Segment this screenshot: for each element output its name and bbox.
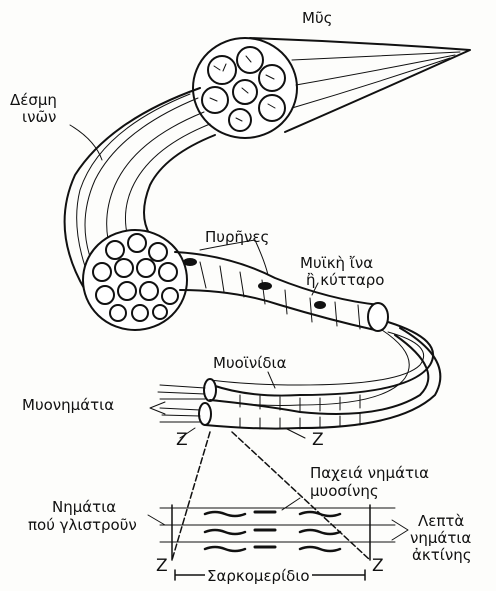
label-bundle-line2: ινῶν bbox=[22, 110, 56, 125]
label-fiber-line2: ἢ κύτταρο bbox=[306, 273, 384, 288]
fascicle-bundle-drawing bbox=[65, 88, 215, 330]
leader-myofibrils bbox=[268, 372, 275, 388]
label-thin-line1: Λεπτὰ bbox=[418, 514, 464, 529]
sarcomere-drawing bbox=[160, 432, 395, 580]
myofibrils-drawing bbox=[158, 322, 440, 429]
label-thin-line2: νημάτια bbox=[410, 531, 471, 546]
label-thick-line2: μυοσίνης bbox=[310, 484, 379, 499]
label-z-right: Z bbox=[312, 432, 324, 449]
label-muscle: Μῦς bbox=[302, 11, 332, 26]
leader-bundle bbox=[70, 125, 102, 160]
label-fiber-line1: Μυϊκὴ ἴνα bbox=[300, 256, 373, 271]
muscle-drawing bbox=[193, 38, 470, 138]
leader-sliding bbox=[148, 515, 165, 525]
label-myofibrils: Μυοϊνίδια bbox=[213, 356, 286, 371]
label-sliding-line2: πού γλιστροῦν bbox=[28, 518, 137, 533]
label-z-bottom-left: Z bbox=[156, 558, 168, 575]
label-z-left: Z bbox=[176, 432, 188, 449]
label-thin-line3: ἀκτίνης bbox=[412, 548, 472, 563]
label-bundle-line1: Δέσμη bbox=[10, 93, 57, 108]
label-sarcomere: Σαρκομερίδιο bbox=[205, 569, 312, 584]
label-thick-line1: Παχειά νημάτια bbox=[310, 466, 429, 481]
label-myofilaments: Μυονημάτια bbox=[22, 398, 114, 413]
leader-z bbox=[180, 428, 305, 438]
leader-thin bbox=[392, 520, 408, 540]
label-nuclei: Πυρῆνες bbox=[205, 230, 269, 245]
label-z-bottom-right: Z bbox=[372, 558, 384, 575]
label-sliding-line1: Νημάτια bbox=[52, 500, 116, 515]
